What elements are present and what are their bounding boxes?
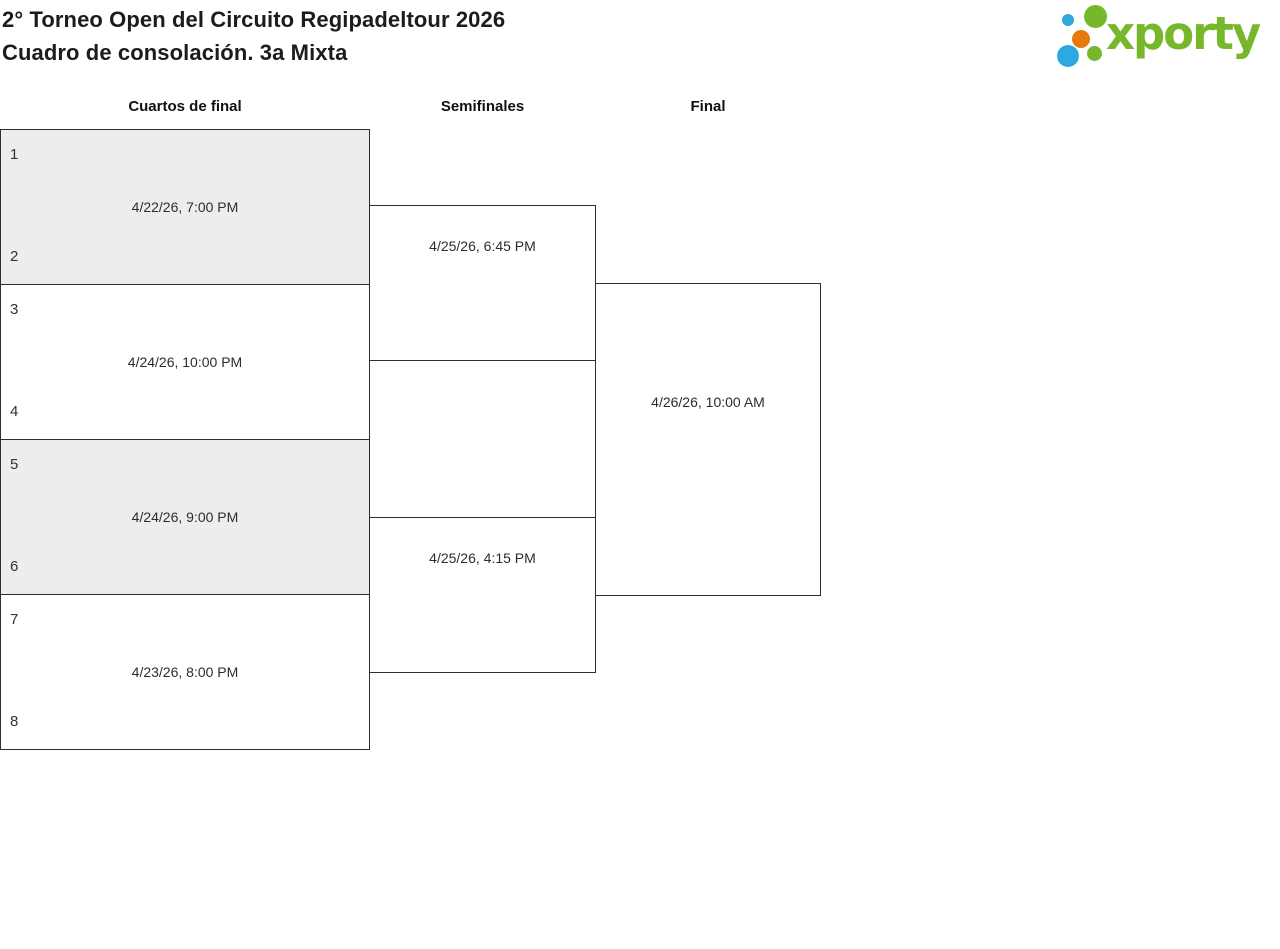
seed-number: 3 [10,301,19,318]
match-final[interactable]: 4/26/26, 10:00 AM [595,283,821,596]
round-header-final: Final [690,98,726,115]
logo-dot-blue-large-icon [1057,45,1079,67]
match-semifinal-1[interactable]: 4/25/26, 6:45 PM [369,205,596,361]
logo-dot-green-small-icon [1087,46,1102,61]
match-datetime: 4/25/26, 6:45 PM [429,238,536,254]
logo-wordmark: xporty [1106,7,1261,60]
match-datetime: 4/23/26, 8:00 PM [131,664,239,680]
match-datetime: 4/25/26, 4:15 PM [429,550,536,566]
xporty-logo[interactable]: xporty [1040,0,1280,72]
round-header-cuartos-de-final: Cuartos de final [128,98,242,115]
seed-number: 8 [10,713,19,730]
seed-number: 7 [10,611,19,628]
logo-dot-orange-icon [1072,30,1090,48]
match-quarterfinal-1[interactable]: 1 4/22/26, 7:00 PM 2 [0,129,370,285]
seed-number: 4 [10,403,19,420]
match-quarterfinal-3[interactable]: 5 4/24/26, 9:00 PM 6 [0,439,370,595]
seed-number: 2 [10,248,19,265]
match-semifinal-2[interactable]: 4/25/26, 4:15 PM [369,517,596,673]
logo-dot-blue-small-icon [1062,14,1074,26]
match-datetime: 4/22/26, 7:00 PM [131,199,239,215]
match-datetime: 4/26/26, 10:00 AM [651,394,765,410]
tournament-name: 2° Torneo Open del Circuito Regipadeltou… [2,7,506,32]
seed-number: 6 [10,558,19,575]
match-quarterfinal-2[interactable]: 3 4/24/26, 10:00 PM 4 [0,284,370,440]
logo-dot-green-large-icon [1084,5,1107,28]
match-quarterfinal-4[interactable]: 7 4/23/26, 8:00 PM 8 [0,594,370,750]
match-datetime: 4/24/26, 9:00 PM [131,509,239,525]
round-header-semifinales: Semifinales [440,98,525,115]
bracket-subtitle: Cuadro de consolación. 3a Mixta [2,40,348,65]
seed-number: 5 [10,456,19,473]
match-datetime: 4/24/26, 10:00 PM [127,354,243,370]
seed-number: 1 [10,146,19,163]
page-title: 2° Torneo Open del Circuito Regipadeltou… [2,3,505,69]
